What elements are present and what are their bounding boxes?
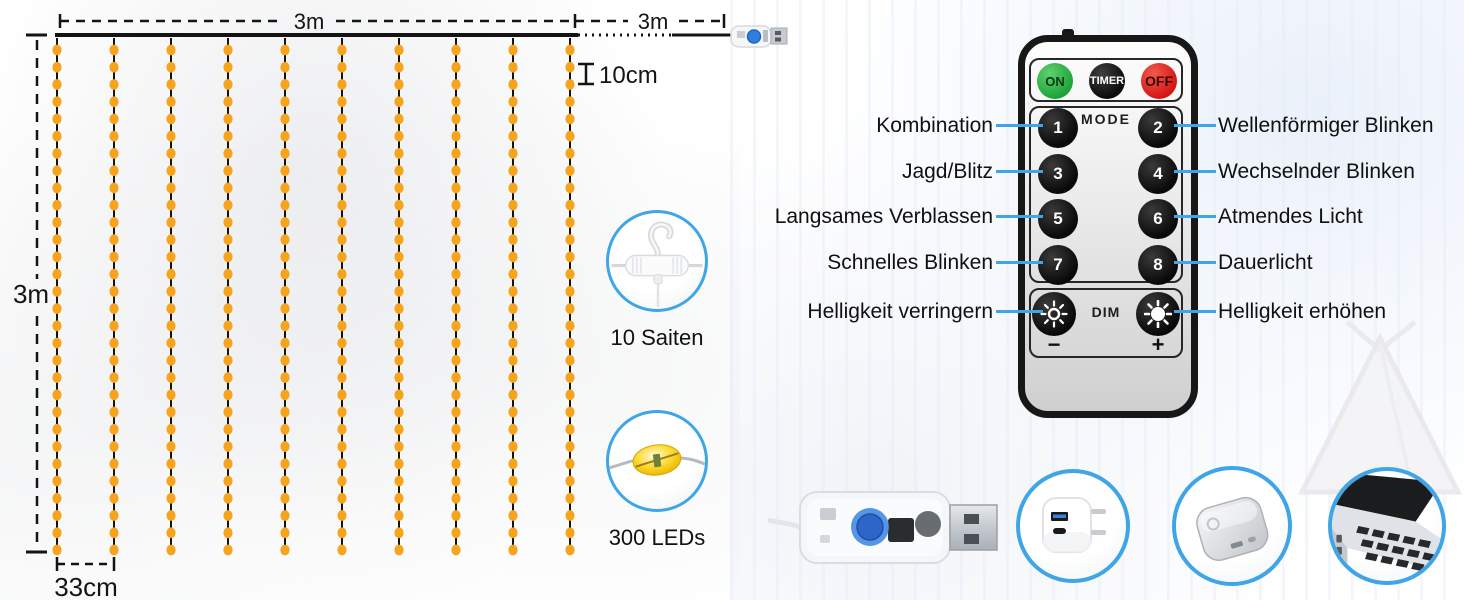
leds-callout: 300 LEDs (587, 410, 727, 551)
mode-button-8: 8 (1138, 245, 1178, 285)
lead-wire-dimension (575, 14, 726, 28)
mode-button-5: 5 (1038, 199, 1078, 239)
dim-increase-button (1136, 292, 1180, 336)
sun-bright-icon (1144, 300, 1172, 328)
strings-count-label: 10 Saiten (610, 325, 704, 350)
led-bulb-icon (609, 444, 705, 476)
mode-button-2: 2 (1138, 108, 1178, 148)
remote-control: ON TIMER OFF MODE 1 2 3 4 5 6 7 8 (1018, 29, 1198, 418)
function-label-mode7: Schnelles Blinken (827, 251, 993, 274)
function-label-mode4: Wechselnder Blinken (1218, 160, 1415, 183)
height-label: 3m (13, 279, 49, 309)
led-spacing-marker (578, 62, 594, 86)
strand-spacing-marker (55, 557, 116, 571)
dim-section-title: DIM (1091, 304, 1121, 320)
strand-spacing-label: 33cm (54, 572, 118, 600)
remote-power-section: ON TIMER OFF (1029, 58, 1183, 102)
leds-callout-circle (606, 410, 708, 512)
dim-minus-sign: − (1047, 332, 1061, 357)
height-dimension (26, 33, 47, 554)
mode-section-title: MODE (1081, 111, 1131, 127)
function-label-mode2: Wellenförmiger Blinken (1218, 114, 1434, 137)
function-label-mode1: Kombination (876, 114, 993, 137)
curtain-diagram: 3m 3m 3m (13, 9, 788, 600)
remote-timer-button: TIMER (1089, 63, 1125, 99)
connector-line (1174, 124, 1216, 127)
sun-dim-icon (1040, 300, 1068, 328)
width-label: 3m (294, 9, 325, 34)
faded-teepee-background (1297, 320, 1463, 495)
laptop-icon (1332, 473, 1442, 573)
led-spacing-label: 10cm (599, 62, 658, 89)
lead-wire-label: 3m (638, 9, 669, 34)
hook-icon (611, 221, 703, 307)
function-label-mode8: Dauerlicht (1218, 251, 1313, 274)
mode-button-3: 3 (1038, 154, 1078, 194)
usb-power-adapter-callout (1016, 469, 1130, 583)
mode-button-7: 7 (1038, 245, 1078, 285)
connector-line (996, 170, 1043, 173)
remote-on-button: ON (1037, 63, 1073, 99)
connector-line (1174, 215, 1216, 218)
connector-line (1174, 170, 1216, 173)
function-label-dim-minus: Helligkeit verringern (807, 300, 993, 323)
dim-decrease-button (1032, 292, 1076, 336)
connector-line (1174, 310, 1216, 313)
function-label-mode5: Langsames Verblassen (774, 205, 993, 228)
laptop-callout (1328, 467, 1446, 585)
usb-controller (768, 491, 998, 564)
connector-line (1174, 261, 1216, 264)
usb-plug-icon (730, 25, 788, 48)
mode-button-4: 4 (1138, 154, 1178, 194)
function-label-dim-plus: Helligkeit erhöhen (1218, 300, 1387, 323)
connector-line (996, 215, 1043, 218)
remote-dim-section: DIM − + (1029, 288, 1183, 358)
function-label-mode3: Jagd/Blitz (901, 160, 993, 183)
remote-mode-section: MODE 1 2 3 4 5 6 7 8 (1029, 106, 1183, 285)
dim-plus-sign: + (1151, 332, 1165, 357)
led-count-label: 300 LEDs (608, 525, 706, 550)
connector-line (996, 310, 1043, 313)
function-label-mode6: Atmendes Licht (1218, 205, 1363, 228)
remote-off-button: OFF (1141, 63, 1177, 99)
power-bank-icon (1196, 496, 1269, 561)
strings-callout: 10 Saiten (587, 210, 727, 351)
connector-line (996, 261, 1043, 264)
strings-callout-circle (606, 210, 708, 312)
power-bank-callout (1172, 466, 1292, 586)
faded-fireplace-background (0, 0, 740, 600)
mode-button-1: 1 (1038, 108, 1078, 148)
usb-power-adapter-icon (1042, 497, 1106, 553)
remote-ir-notch (1062, 29, 1074, 36)
connector-line (996, 124, 1043, 127)
mode-button-6: 6 (1138, 199, 1178, 239)
led-strands (52, 38, 575, 556)
